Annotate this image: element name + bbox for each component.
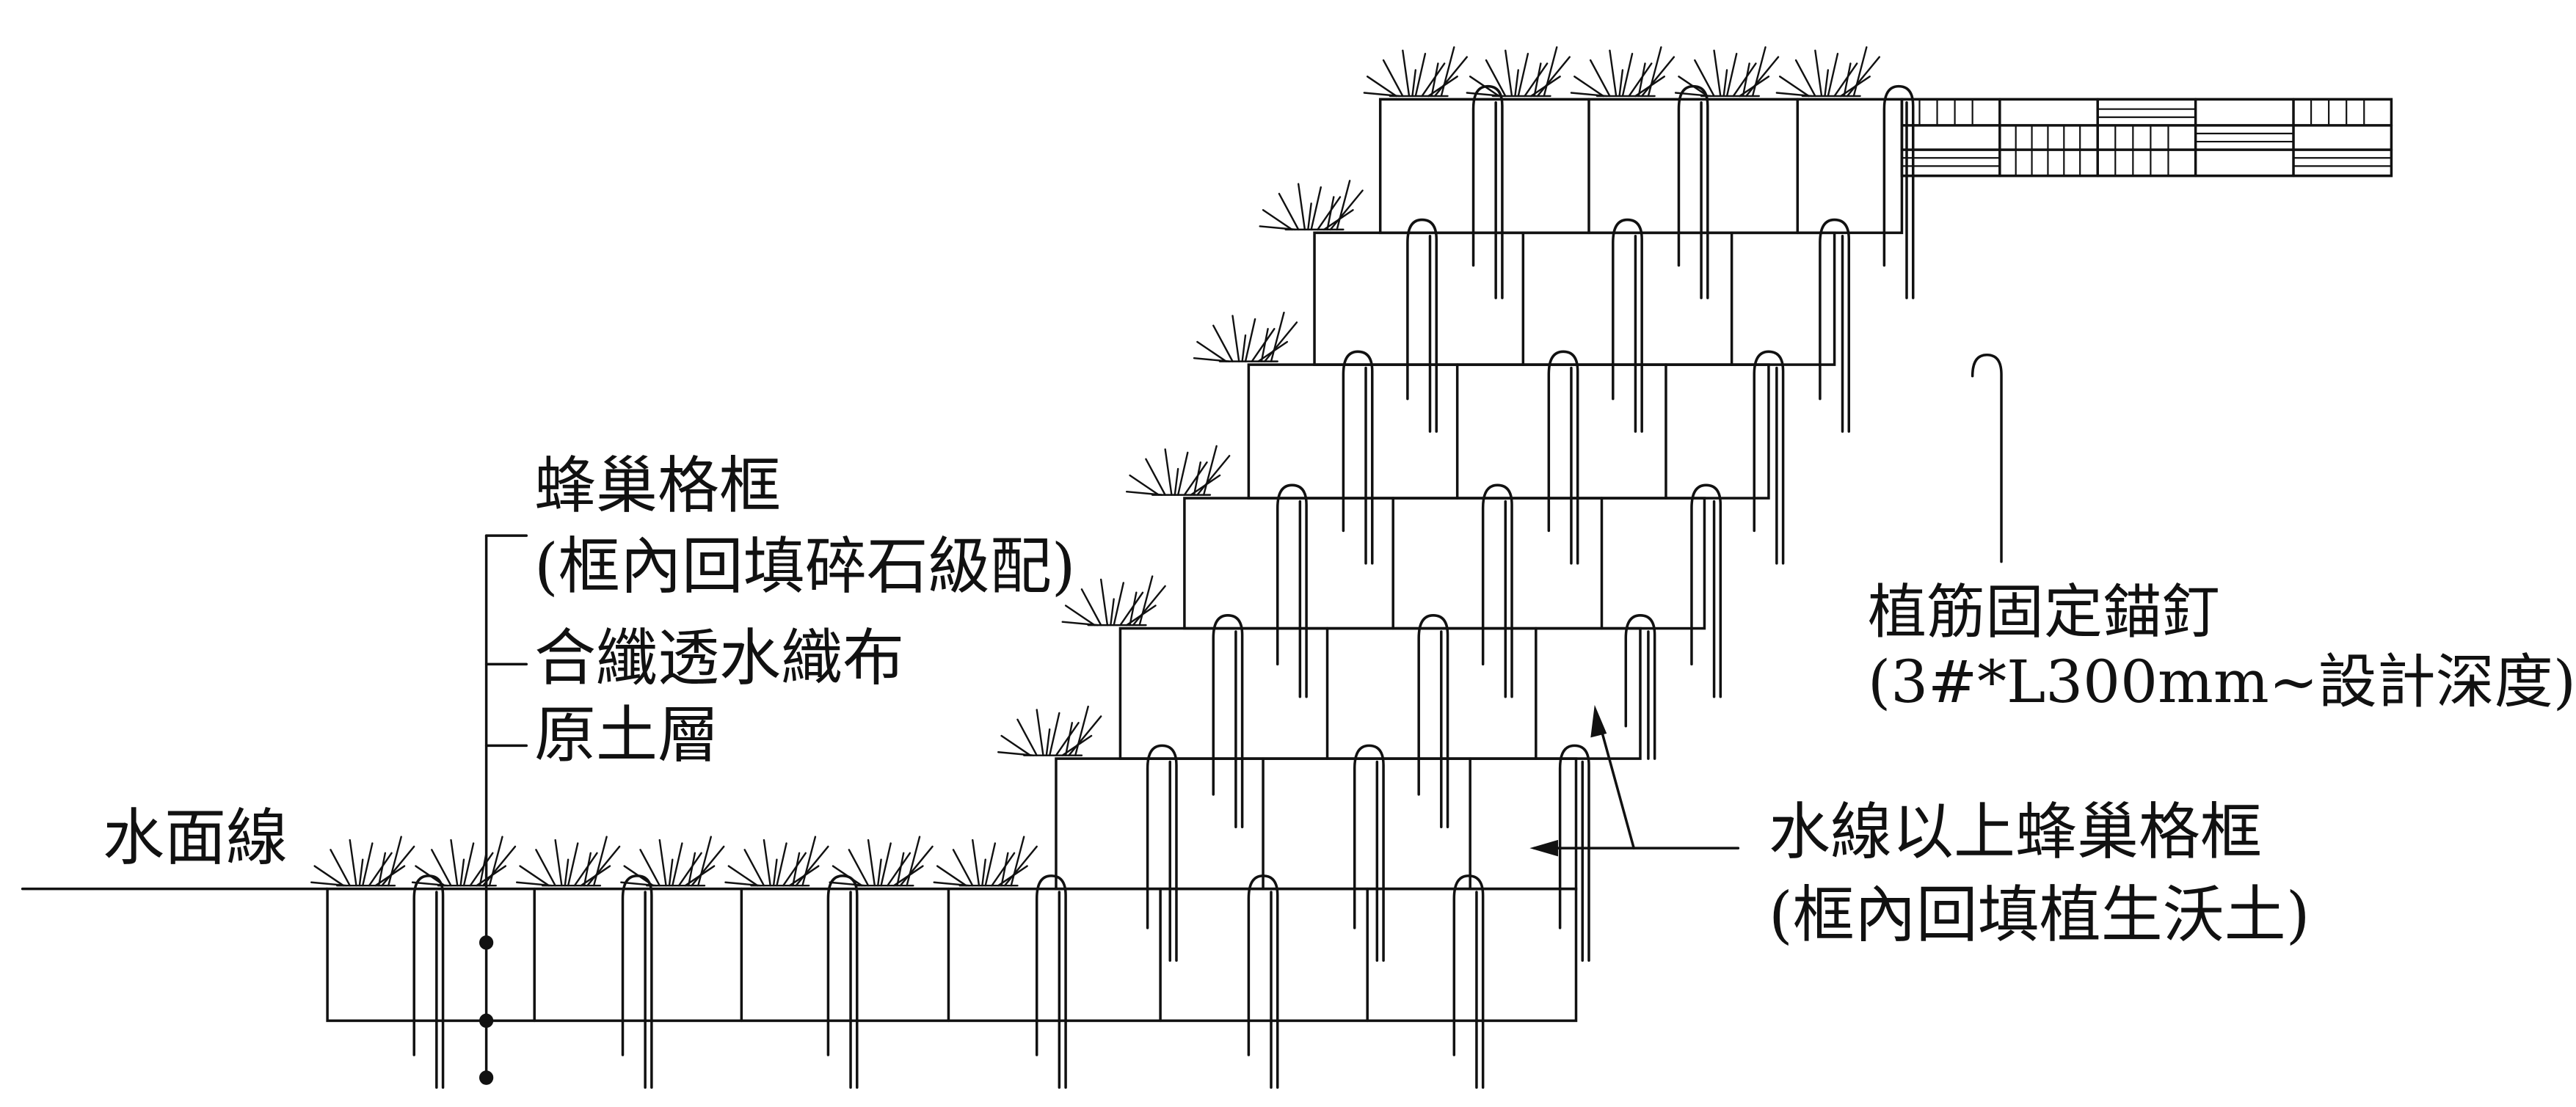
anchor-pin-icon — [412, 874, 445, 1089]
anchor-pin-icon — [1547, 350, 1579, 565]
anchor-pin-icon — [621, 874, 653, 1089]
grass-tuft-icon — [933, 836, 1038, 887]
label-water-line: 水面線 — [103, 802, 288, 874]
anchor-pin-icon — [1882, 84, 1915, 299]
anchor-pin-icon — [1406, 218, 1438, 433]
grass-tuft-icon — [1674, 46, 1780, 98]
label-above-water: 水線以上蜂巢格框 — [1769, 796, 2263, 868]
grass-tuft-icon — [620, 836, 725, 887]
anchor-pin-icon — [1624, 614, 1656, 760]
anchor-pin-icon — [1212, 614, 1244, 829]
layer-leader — [479, 534, 528, 1085]
grass-tuft-icon — [1259, 180, 1364, 231]
anchor-pin-icon — [1558, 744, 1590, 962]
grass-tuft-icon — [1061, 575, 1166, 626]
paving-blocks — [1900, 98, 2393, 178]
label-anchor: 植筋固定錨釘 — [1868, 578, 2220, 646]
anchor-pins — [412, 84, 1915, 1089]
honeycomb-cell-row — [1313, 231, 1836, 366]
anchor-pin-icon — [1035, 874, 1067, 1089]
grass-tuft-icon — [829, 836, 934, 887]
honeycomb-cell-row — [1055, 757, 1578, 891]
grass-tuft-icon — [1363, 46, 1468, 98]
anchor-pin-icon — [1353, 744, 1385, 962]
label-honeycomb: 蜂巢格框 — [534, 450, 782, 522]
anchor-pin-icon — [826, 874, 859, 1089]
anchor-pin-icon — [1417, 614, 1449, 829]
anchor-pin-icon — [1452, 874, 1485, 1089]
anchor-pin-icon — [1690, 483, 1722, 698]
grass-tuft-icon — [1775, 46, 1881, 98]
anchor-pin-icon — [1612, 218, 1643, 433]
honeycomb-cell-row — [1183, 497, 1706, 630]
grass-tufts — [310, 46, 1881, 887]
honeycomb-cell-row — [1247, 363, 1770, 500]
anchor-pin-icon — [1481, 483, 1513, 698]
anchor-pin-icon — [1342, 350, 1374, 565]
anchor-pin-icon — [1971, 353, 2003, 563]
grass-tuft-icon — [1466, 46, 1571, 98]
grass-tuft-icon — [515, 836, 621, 887]
anchor-pin-icon — [1819, 218, 1851, 433]
honeycomb-slope-section — [21, 46, 2393, 1089]
callout-arrows — [1529, 704, 1740, 857]
label-anchor-spec: (3#*L300mm~設計深度) — [1868, 648, 2576, 716]
grass-tuft-icon — [411, 836, 517, 887]
honeycomb-cells — [326, 98, 1904, 1023]
honeycomb-cell-row — [1118, 626, 1642, 760]
grass-tuft-icon — [997, 705, 1102, 756]
anchor-pin-icon — [1677, 84, 1709, 299]
grass-tuft-icon — [724, 836, 829, 887]
label-original-soil: 原土層 — [534, 699, 720, 771]
anchor-pin-icon — [1471, 84, 1504, 299]
label-geotextile: 合纖透水織布 — [534, 622, 905, 694]
grass-tuft-icon — [1570, 46, 1676, 98]
anchor-pin-icon — [1247, 874, 1279, 1089]
grass-tuft-icon — [310, 836, 415, 887]
anchor-pin-icon — [1753, 350, 1785, 565]
grass-tuft-icon — [1125, 445, 1231, 496]
honeycomb-cell-row — [326, 887, 1578, 1023]
honeycomb-cell-row — [1378, 98, 1904, 235]
anchor-pin-icon — [1146, 744, 1178, 962]
label-above-water-fill: (框內回填植生沃土) — [1769, 879, 2310, 951]
label-honeycomb-fill: (框內回填碎石級配) — [534, 530, 1076, 602]
grass-tuft-icon — [1193, 311, 1298, 362]
anchor-pin-icon — [1276, 483, 1308, 698]
